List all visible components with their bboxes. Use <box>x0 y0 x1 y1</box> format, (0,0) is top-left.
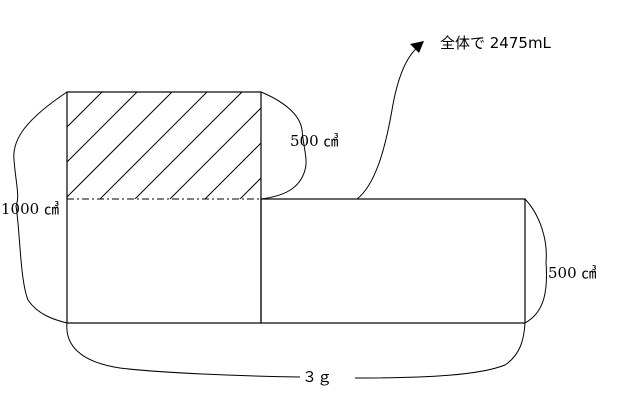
total-label: 全体で 2475mL <box>440 34 552 52</box>
right-volume-label: 500 ㎤ <box>548 264 596 282</box>
bottom-brace-left <box>66 322 301 378</box>
total-arrow-curve <box>356 46 419 200</box>
left-rectangle <box>66 91 262 324</box>
bottom-mass-label: ３ｇ <box>302 368 332 386</box>
upper-brace <box>260 91 307 200</box>
bottom-brace-right <box>354 322 526 379</box>
upper-volume-label: 500 ㎤ <box>290 132 338 150</box>
arrowhead-icon <box>410 41 424 53</box>
right-rectangle <box>260 198 526 324</box>
hatched-region <box>67 92 261 199</box>
left-brace <box>13 91 68 324</box>
right-brace <box>524 198 547 324</box>
left-volume-label: 1000 ㎤ <box>1 200 59 218</box>
